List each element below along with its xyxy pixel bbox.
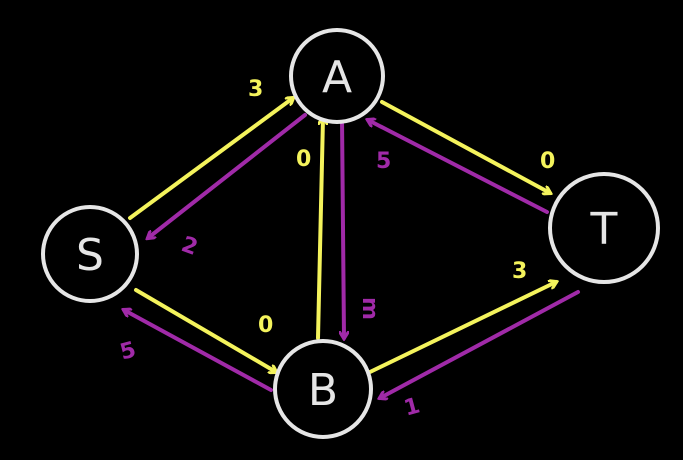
edge-label-a-s: 2: [178, 232, 201, 261]
edge-label-b-t: 3: [512, 259, 527, 284]
node-b-label: B: [308, 365, 338, 416]
edge-label-t-a: 5: [376, 149, 391, 174]
edge-label-a-b: m: [357, 297, 382, 320]
edge-label-b-s: 5: [117, 337, 138, 365]
edge-label-a-t: 0: [540, 149, 555, 174]
edge-label-b-a: 0: [296, 147, 311, 172]
node-t-circle: [548, 172, 660, 284]
node-b: B: [273, 339, 373, 439]
edge-label-s-a: 3: [248, 77, 263, 102]
edge-label-s-b: 0: [258, 313, 273, 338]
edge-s-to-b: [134, 288, 276, 372]
edge-a-to-b: [342, 116, 344, 338]
edge-a-to-s: [148, 113, 307, 238]
edge-t-to-b: [380, 290, 580, 398]
node-b-circle: [273, 339, 373, 439]
node-t-label: T: [590, 204, 618, 255]
edge-a-to-t: [380, 100, 550, 193]
node-s-label: S: [76, 230, 104, 281]
edge-label-t-b: 1: [401, 393, 422, 421]
node-s-circle: [41, 205, 139, 303]
node-t: T: [548, 172, 660, 284]
edge-b-to-a: [316, 118, 323, 340]
edge-b-to-s: [124, 310, 273, 392]
node-a-label: A: [322, 52, 352, 103]
edge-t-to-a: [368, 120, 549, 214]
edge-s-to-a: [128, 98, 293, 220]
edge-b-to-t: [368, 282, 556, 374]
node-a-circle: [289, 28, 385, 124]
node-s: S: [41, 205, 139, 303]
node-a: A: [289, 28, 385, 124]
